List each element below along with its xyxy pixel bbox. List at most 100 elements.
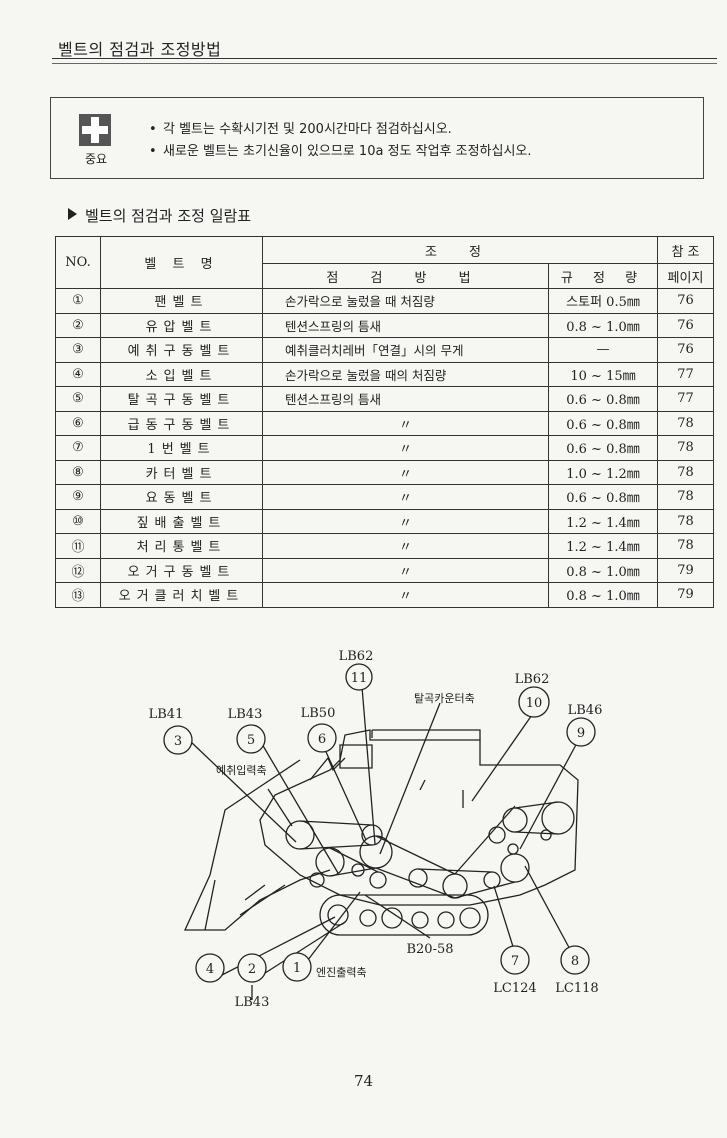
- row-no: ⑫: [55, 557, 101, 583]
- belt-location-diagram: 11 10 3 5 6 9 4 2 1 7 8 LB62 LB62 LB41 L…: [149, 649, 603, 1010]
- row-method: 예취클러치레버「연결」시의 무게: [262, 337, 549, 363]
- row-no: ⑧: [55, 459, 101, 485]
- row-standard: 0.6 ~ 0.8㎜: [548, 386, 658, 412]
- callout-11-num: 11: [351, 671, 368, 686]
- row-belt-name: 오거구동벨트: [100, 557, 263, 583]
- row-standard: 0.6 ~ 0.8㎜: [548, 435, 658, 461]
- row-belt-name: 팬벨트: [100, 288, 263, 314]
- callout-9: [566, 717, 596, 747]
- callout-4-num: 4: [206, 962, 214, 977]
- callout-5: [236, 724, 266, 754]
- row-page: 78: [657, 484, 714, 510]
- row-method: 〃: [262, 557, 549, 583]
- row-standard: 1.0 ~ 1.2㎜: [548, 459, 658, 485]
- row-page: 76: [657, 288, 714, 314]
- row-standard: 10 ~ 15㎜: [548, 361, 658, 387]
- row-belt-name: 오거클러치벨트: [100, 582, 263, 608]
- list-title: 벨트의 점검과 조정 일람표: [68, 205, 251, 226]
- row-belt-name: 예취구동벨트: [100, 337, 263, 363]
- code-lb62-right: LB62: [515, 672, 550, 687]
- row-no: ⑬: [55, 582, 101, 608]
- callout-8-num: 8: [571, 954, 579, 969]
- row-method: 텐션스프링의 틈새: [262, 386, 549, 412]
- row-belt-name: 탈곡구동벨트: [100, 386, 263, 412]
- row-no: ⑦: [55, 435, 101, 461]
- engine-output-label: 엔진출력축: [316, 966, 367, 979]
- row-belt-name: 요동벨트: [100, 484, 263, 510]
- track-belt-label: B20-58: [406, 942, 453, 957]
- row-page: 76: [657, 337, 714, 363]
- title-rule-thin: [52, 63, 717, 64]
- notice-text-1: 각 벨트는 수확시기전 및 200시간마다 점검하십시오.: [163, 122, 452, 137]
- row-method: 손가락으로 눌렀을 때 처짐량: [262, 288, 549, 314]
- code-lb41: LB41: [149, 707, 184, 722]
- code-lb43-top: LB43: [228, 707, 263, 722]
- code-lb46: LB46: [568, 703, 603, 718]
- row-method: 〃: [262, 410, 549, 436]
- callout-1-num: 1: [293, 961, 301, 976]
- row-belt-name: 소입벨트: [100, 361, 263, 387]
- row-belt-name: 급동구동벨트: [100, 410, 263, 436]
- callout-6: [307, 723, 337, 753]
- row-method: 손가락으로 눌렀을 때의 처짐량: [262, 361, 549, 387]
- callout-8: [560, 945, 590, 975]
- thresher-counter-label: 탈곡카운터축: [414, 692, 475, 705]
- row-no: ⑩: [55, 508, 101, 534]
- row-page: 76: [657, 312, 714, 338]
- code-lb50: LB50: [301, 706, 336, 721]
- code-lb43-bottom: LB43: [235, 995, 270, 1010]
- row-standard: 0.8 ~ 1.0㎜: [548, 312, 658, 338]
- row-method: 〃: [262, 533, 549, 559]
- row-standard: 1.2 ~ 1.4㎜: [548, 533, 658, 559]
- callout-10: [518, 686, 550, 718]
- notice-label: 중요: [84, 152, 108, 166]
- row-method: 〃: [262, 484, 549, 510]
- header-no: NO.: [55, 236, 101, 289]
- callout-6-num: 6: [318, 732, 326, 747]
- row-belt-name: 짚배출벨트: [100, 508, 263, 534]
- notice-line-2: •새로운 벨트는 초기신율이 있으므로 10a 정도 작업후 조정하십시오.: [149, 144, 532, 159]
- callout-5-num: 5: [247, 733, 255, 748]
- notice-text-2: 새로운 벨트는 초기신율이 있으므로 10a 정도 작업후 조정하십시오.: [163, 144, 532, 159]
- header-standard: 규 정 량: [548, 263, 658, 289]
- row-standard: 0.8 ~ 1.0㎜: [548, 582, 658, 608]
- row-belt-name: 처리통벨트: [100, 533, 263, 559]
- header-name: 벨 트 명: [100, 236, 263, 289]
- row-standard: 1.2 ~ 1.4㎜: [548, 508, 658, 534]
- row-no: ③: [55, 337, 101, 363]
- row-page: 79: [657, 557, 714, 583]
- row-page: 77: [657, 361, 714, 387]
- callout-3-num: 3: [174, 734, 182, 749]
- row-no: ⑤: [55, 386, 101, 412]
- row-standard: 스토퍼 0.5㎜: [548, 288, 658, 314]
- row-method: 〃: [262, 582, 549, 608]
- header-ref-top: 참 조: [657, 236, 714, 264]
- code-lb62-top: LB62: [339, 649, 374, 664]
- header-adjust: 조 정: [262, 236, 658, 264]
- callout-4: [195, 953, 225, 983]
- callout-7: [500, 945, 530, 975]
- row-standard: 0.8 ~ 1.0㎜: [548, 557, 658, 583]
- title-rule: [52, 58, 717, 59]
- row-page: 78: [657, 435, 714, 461]
- row-standard: —: [548, 337, 658, 363]
- callout-7-num: 7: [511, 954, 519, 969]
- row-no: ⑥: [55, 410, 101, 436]
- row-method: 〃: [262, 435, 549, 461]
- callout-1: [282, 952, 312, 982]
- callout-2: [237, 953, 267, 983]
- row-belt-name: 1번벨트: [100, 435, 263, 461]
- code-lc124: LC124: [493, 981, 536, 996]
- notice-line-1: •각 벨트는 수확시기전 및 200시간마다 점검하십시오.: [149, 122, 452, 137]
- list-title-text: 벨트의 점검과 조정 일람표: [85, 207, 252, 225]
